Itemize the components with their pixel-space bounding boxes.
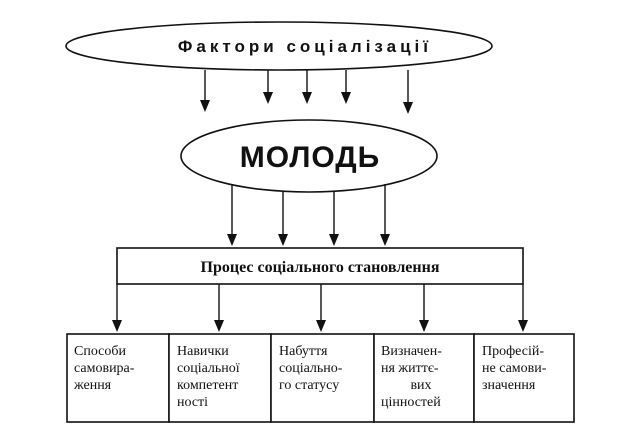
result-box-4 (373, 333, 475, 423)
result-box-4-line-4: цінностей (381, 395, 441, 410)
factors-ellipse (65, 21, 493, 71)
result-box-3-line-3: го статусу (279, 378, 340, 393)
result-box-3 (270, 333, 375, 423)
arrow-factors-youth-1 (200, 70, 210, 112)
result-box-3-text: Набуття соціально- го статусу (279, 343, 342, 394)
process-box (116, 247, 524, 285)
process-to-results-arrows (112, 284, 528, 332)
arrow-process-result-4 (419, 284, 429, 332)
arrow-process-result-1 (112, 284, 122, 332)
result-box-2-line-3: компетент (177, 378, 239, 393)
process-node: Процес соціального становлення (116, 247, 524, 285)
result-box-1-line-2: самовира- (74, 361, 135, 376)
arrow-factors-youth-2 (263, 70, 273, 104)
result-box-2-line-1: Навички (177, 344, 229, 359)
arrow-factors-youth-3 (302, 70, 312, 104)
youth-ellipse (180, 119, 438, 193)
youth-label: МОЛОДЬ (240, 141, 381, 174)
factors-node: Фактори соціалізації (65, 21, 493, 71)
result-boxes (66, 333, 575, 423)
result-box-4-text: Визначен- ня життє- вих цінностей (381, 343, 461, 411)
result-box-4-line-2: ня життє- (381, 361, 439, 376)
result-box-1-line-1: Способи (74, 344, 127, 359)
result-box-5 (473, 333, 575, 423)
result-box-5-line-1: Професій- (482, 344, 545, 359)
result-box-3-line-1: Набуття (279, 344, 328, 359)
arrow-youth-process-4 (380, 184, 390, 246)
result-box-3-line-2: соціально- (279, 361, 343, 376)
result-box-1-text: Способи самовира- ження (74, 343, 134, 394)
result-box-1 (66, 333, 170, 423)
factors-to-youth-arrows (200, 70, 413, 114)
arrow-factors-youth-4 (341, 70, 351, 104)
result-box-2-line-2: соціальної (177, 361, 240, 376)
result-box-2-text: Навички соціальної компетент ності (177, 343, 240, 411)
result-box-2 (168, 333, 272, 423)
process-label: Процес соціального становлення (201, 259, 440, 276)
result-box-5-line-3: значення (482, 378, 536, 393)
arrow-process-result-3 (316, 284, 326, 332)
result-box-5-text: Професій- не самови- значення (482, 343, 546, 394)
result-box-2-line-4: ності (177, 395, 209, 410)
arrow-process-result-2 (214, 284, 224, 332)
youth-to-process-arrows (227, 184, 390, 246)
result-box-1-line-3: ження (74, 378, 112, 393)
arrow-youth-process-3 (329, 191, 339, 246)
factors-label: Фактори соціалізації (178, 37, 432, 56)
arrow-factors-youth-5 (403, 70, 413, 114)
result-box-5-line-2: не самови- (482, 361, 547, 376)
result-box-4-line-3: вих (410, 378, 432, 393)
result-box-4-line-1: Визначен- (381, 344, 442, 359)
arrow-youth-process-1 (227, 184, 237, 246)
youth-node: МОЛОДЬ (180, 119, 438, 193)
arrow-youth-process-2 (278, 191, 288, 246)
arrow-process-result-5 (518, 284, 528, 332)
